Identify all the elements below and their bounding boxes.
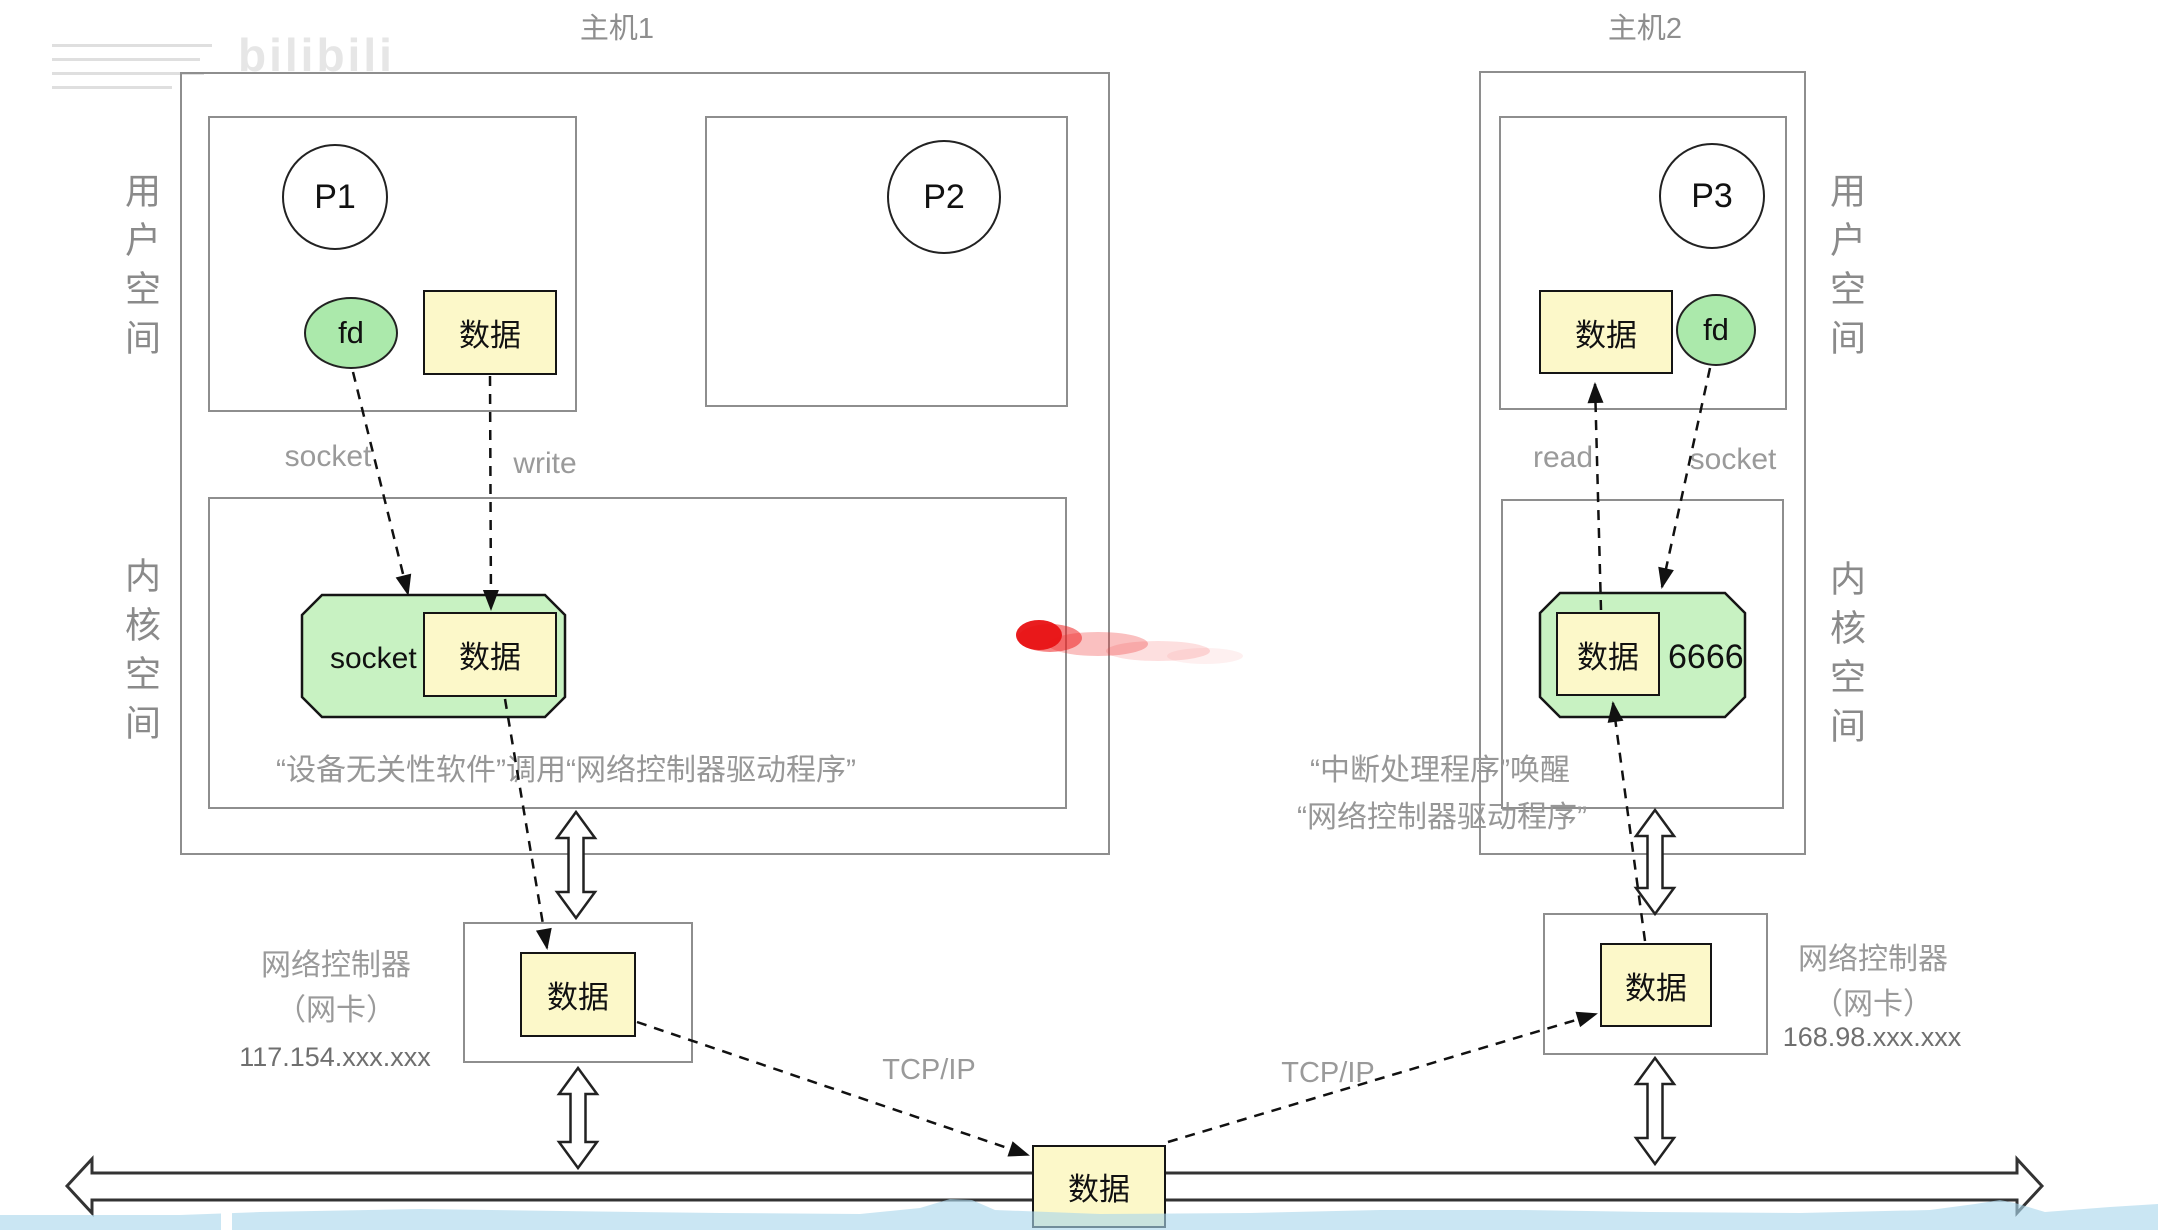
host2-nic-data-box: 数据 [1600, 943, 1712, 1027]
host2-nic-name-line2: （网卡） [1813, 988, 1933, 1021]
host2-socket-call-label: socket [1689, 443, 1777, 476]
host1-kernel-space-label: 内核空间 [120, 557, 161, 753]
host2-read-call-label: read [1532, 441, 1594, 474]
host1-nic-bus-arrow [556, 1065, 600, 1171]
data-label: 数据 [459, 640, 521, 675]
process-p2: P2 [887, 140, 1001, 254]
data-label: 数据 [459, 318, 521, 353]
process-p2-label: P2 [923, 177, 965, 216]
host1-write-call-label: write [513, 447, 577, 480]
host2-kernel-data-box: 数据 [1556, 612, 1660, 696]
data-label: 数据 [1575, 317, 1637, 353]
host2-fd-label: fd [1703, 312, 1729, 347]
arrow-fd1-to-socket [351, 371, 412, 596]
process-p3-label: P3 [1691, 176, 1733, 215]
watermark-text-line [52, 86, 172, 89]
laser-pointer-dot [1016, 620, 1243, 664]
host1-fd-label: fd [338, 315, 364, 350]
host1-user-space-label: 用户空间 [120, 172, 161, 368]
host2-outer-box [1479, 71, 1806, 855]
host1-user-box-b [705, 116, 1068, 407]
host1-user-box-a [208, 116, 577, 412]
process-p1-label: P1 [314, 177, 356, 216]
process-p3: P3 [1659, 143, 1765, 249]
host1-user-data-box: 数据 [423, 290, 557, 375]
host2-nic-bus-arrow [1633, 1055, 1677, 1167]
host1-title: 主机1 [579, 13, 655, 45]
host1-nic-ip: 117.154.xxx.xxx [239, 1042, 431, 1072]
watermark-text-line [52, 72, 204, 75]
host1-fd-ellipse: fd [304, 297, 398, 369]
host1-nic-data-box: 数据 [520, 952, 636, 1037]
host1-outer-box [180, 72, 1110, 855]
tcpip-label-left: TCP/IP [882, 1054, 976, 1086]
host2-socket-port-label: 6666 [1668, 638, 1744, 676]
process-p1: P1 [282, 144, 388, 250]
data-label: 数据 [1068, 1172, 1130, 1207]
host1-kernel-box [208, 497, 1067, 809]
host2-nic-name-line1: 网络控制器 [1798, 943, 1948, 976]
arrow-write-data-to-kernel [482, 375, 499, 611]
heatmap-wave[interactable] [0, 1199, 2158, 1230]
host1-socket-shape-label: socket [330, 642, 417, 675]
host2-title: 主机2 [1607, 13, 1683, 45]
video-heatmap-strip[interactable] [0, 1199, 2158, 1230]
arrow-kernel-data-to-nic1 [503, 698, 552, 950]
host2-user-box [1499, 116, 1787, 410]
heatmap-gap [221, 1205, 232, 1230]
host1-kernel-data-box: 数据 [423, 612, 557, 697]
host1-nic-name-line1: 网络控制器 [261, 949, 411, 982]
host2-kernel-nic-arrow [1633, 807, 1677, 917]
watermark-text-line [52, 44, 212, 47]
host2-kernel-note-line2: “网络控制器驱动程序” [1297, 801, 1587, 834]
data-label: 数据 [1625, 970, 1687, 1006]
host2-kernel-note-line1: “中断处理程序”唤醒 [1310, 754, 1570, 787]
data-label: 数据 [1577, 639, 1639, 675]
host1-nic-name-line2: （网卡） [276, 994, 396, 1027]
host1-kernel-note: “设备无关性软件”调用“网络控制器驱动程序” [276, 754, 856, 787]
watermark-text-line [52, 58, 200, 61]
host1-socket-call-label: socket [284, 440, 372, 473]
arrow-kernel-data-to-user-data2 [1587, 382, 1604, 611]
arrow-fd2-to-socket [1658, 367, 1712, 589]
host2-user-space-label: 用户空间 [1825, 172, 1866, 368]
host1-nic-box [463, 922, 693, 1063]
host2-nic-ip: 168.98.xxx.xxx [1782, 1022, 1962, 1052]
arrow-nic2-to-kernel-data [1607, 701, 1647, 942]
host2-user-data-box: 数据 [1539, 290, 1673, 374]
host2-fd-ellipse: fd [1676, 294, 1756, 366]
data-label: 数据 [547, 980, 609, 1015]
arrow-nic1-to-bus-data [636, 1020, 1030, 1157]
arrow-bus-data-to-nic2 [1167, 1011, 1598, 1144]
host2-kernel-box [1501, 499, 1784, 809]
host2-kernel-space-label: 内核空间 [1825, 560, 1866, 756]
host1-kernel-nic-arrow [554, 809, 598, 921]
